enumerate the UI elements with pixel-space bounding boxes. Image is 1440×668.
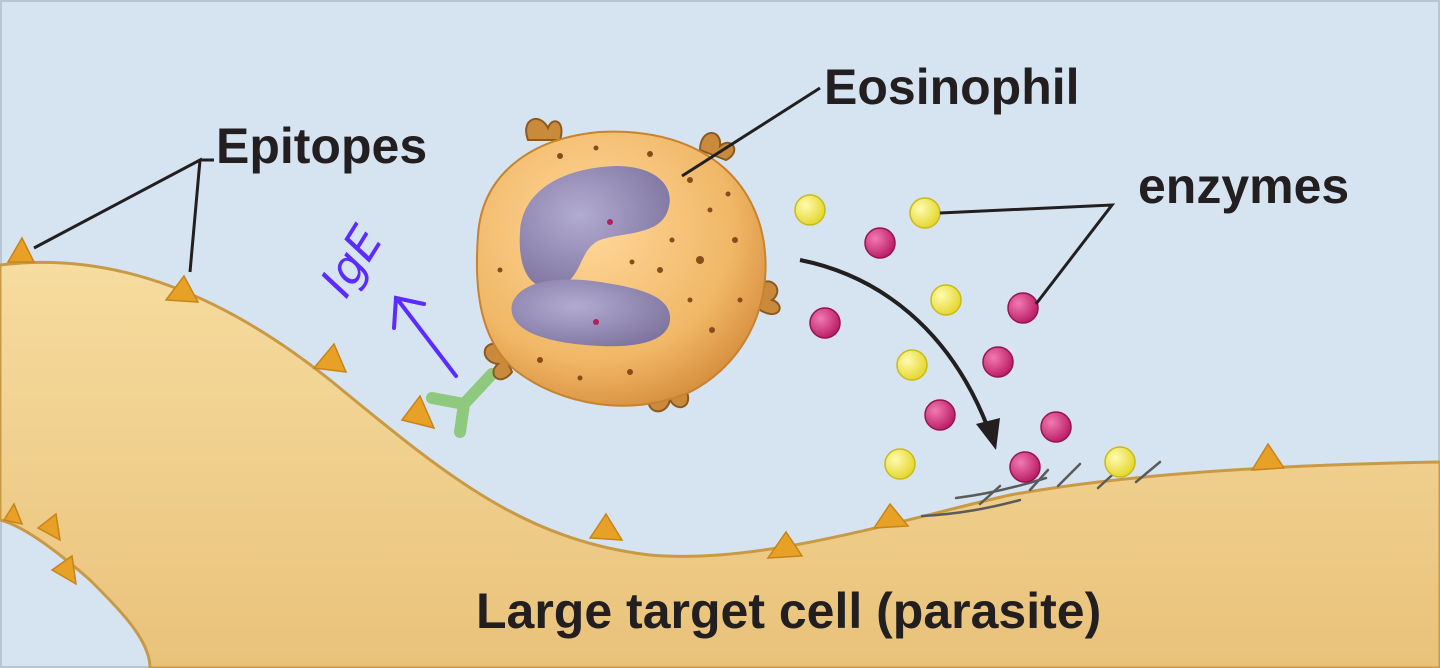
epitope xyxy=(50,554,77,586)
magenta-enzyme xyxy=(982,346,1014,378)
epitope xyxy=(36,512,61,542)
target-cell-label: Large target cell (parasite) xyxy=(476,583,1101,639)
epitope xyxy=(766,530,804,559)
leader-lines xyxy=(33,86,1116,305)
yellow-enzyme xyxy=(909,197,941,229)
magenta-enzyme xyxy=(924,399,956,431)
magenta-enzyme xyxy=(1040,411,1072,443)
epitope-group xyxy=(2,236,1286,586)
magenta-enzyme xyxy=(809,307,841,339)
enzymes-label: enzymes xyxy=(1138,158,1349,214)
ige-antibody xyxy=(426,368,498,438)
epitope xyxy=(2,502,24,526)
enzymes-leader xyxy=(939,203,1116,305)
yellow-enzyme xyxy=(930,284,962,316)
magenta-enzyme xyxy=(1009,451,1041,483)
eosinophil-nucleus-lobe xyxy=(519,166,670,288)
magenta-enzyme xyxy=(864,227,896,259)
eosinophil-granules xyxy=(497,145,743,381)
epitope xyxy=(6,236,36,263)
ige-annotation-arrow xyxy=(392,295,458,378)
yellow-enzyme xyxy=(794,194,826,226)
yellow-enzyme xyxy=(884,448,916,480)
epitope xyxy=(312,342,348,373)
magenta-enzyme xyxy=(1007,292,1039,324)
epitope xyxy=(164,274,200,303)
membrane-damage-marks xyxy=(920,460,1162,518)
epitope xyxy=(872,502,910,529)
release-arrow xyxy=(799,258,1000,450)
eosinophil-label: Eosinophil xyxy=(824,59,1080,115)
yellow-enzyme xyxy=(1104,446,1136,478)
epitope xyxy=(588,512,624,541)
enzyme-granules xyxy=(794,194,1136,483)
eosinophil-nucleus-lobe xyxy=(511,279,671,347)
epitope xyxy=(400,394,436,430)
yellow-enzyme xyxy=(896,349,928,381)
epitope xyxy=(1250,442,1286,471)
eosinophil-cell xyxy=(475,117,781,413)
eosinophil-leader xyxy=(681,86,821,178)
epitopes-label: Epitopes xyxy=(216,118,427,174)
